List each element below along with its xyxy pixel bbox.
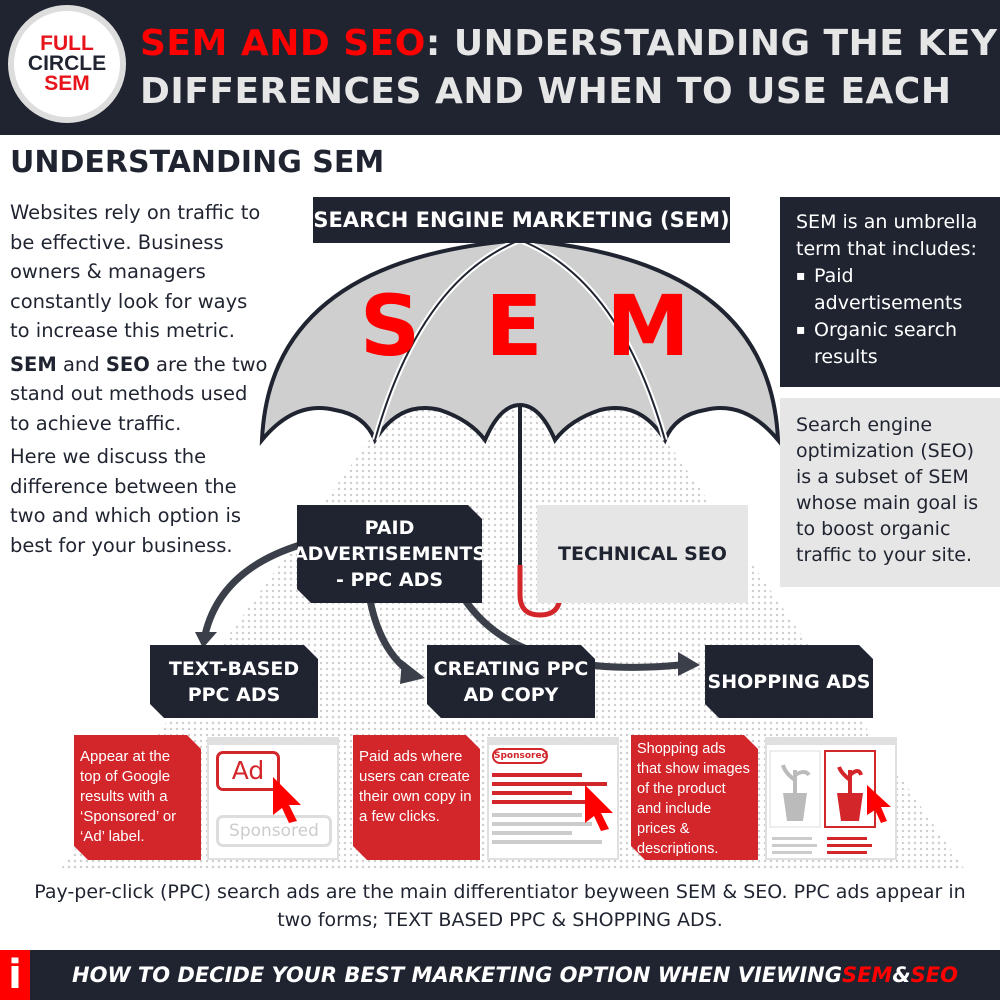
ad-copy-illustration: Sponsored — [487, 737, 619, 860]
cursor-icon — [585, 785, 613, 831]
ad-label: Ad — [216, 751, 280, 791]
shopping-illustration — [765, 737, 897, 860]
umbrella-handle — [517, 565, 563, 618]
letter-e: E — [485, 277, 542, 375]
technical-seo-node: TECHNICAL SEO — [537, 505, 748, 603]
paid-ads-node: PAID ADVERTISEMENTS - PPC ADS — [297, 505, 482, 603]
logo: FULL CIRCLE SEM — [8, 5, 126, 123]
sem-definition-box: SEM is an umbrella term that includes: P… — [780, 197, 1000, 387]
product-plants-icon — [769, 750, 891, 854]
sem-title: SEARCH ENGINE MARKETING (SEM) — [313, 197, 730, 243]
info-icon: i — [0, 950, 30, 1000]
ppc-ad-copy-node: CREATING PPC AD COPY — [427, 645, 595, 718]
bottom-banner — [0, 950, 1000, 1000]
intro-text: Websites rely on traffic to be effective… — [10, 201, 268, 557]
desc-text-based: Appear at the top of Google results with… — [74, 735, 201, 860]
sponsored-label: Sponsored — [492, 748, 548, 764]
footer-text: Pay-per-click (PPC) search ads are the m… — [34, 881, 966, 931]
header — [0, 0, 1000, 135]
text-lines-icon — [492, 773, 607, 844]
cursor-icon — [273, 777, 301, 823]
sponsored-label: Sponsored — [216, 815, 332, 847]
umbrella-canopy — [259, 237, 781, 446]
banner-text: HOW TO DECIDE YOUR BEST MARKETING OPTION… — [72, 963, 958, 987]
seo-definition-box: Search engine optimization (SEO) is a su… — [780, 398, 1000, 587]
desc-shopping: Shopping ads that show images of the pro… — [631, 735, 758, 860]
desc-ad-copy: Paid ads where users can create their ow… — [353, 735, 480, 860]
letter-m: M — [606, 277, 690, 375]
text-based-ads-node: TEXT-BASED PPC ADS — [150, 645, 318, 718]
ad-label-illustration: Ad Sponsored — [207, 737, 339, 860]
section-title: UNDERSTANDING SEM — [10, 145, 385, 180]
letter-s: S — [360, 277, 421, 375]
shopping-ads-node: SHOPPING ADS — [705, 645, 873, 718]
